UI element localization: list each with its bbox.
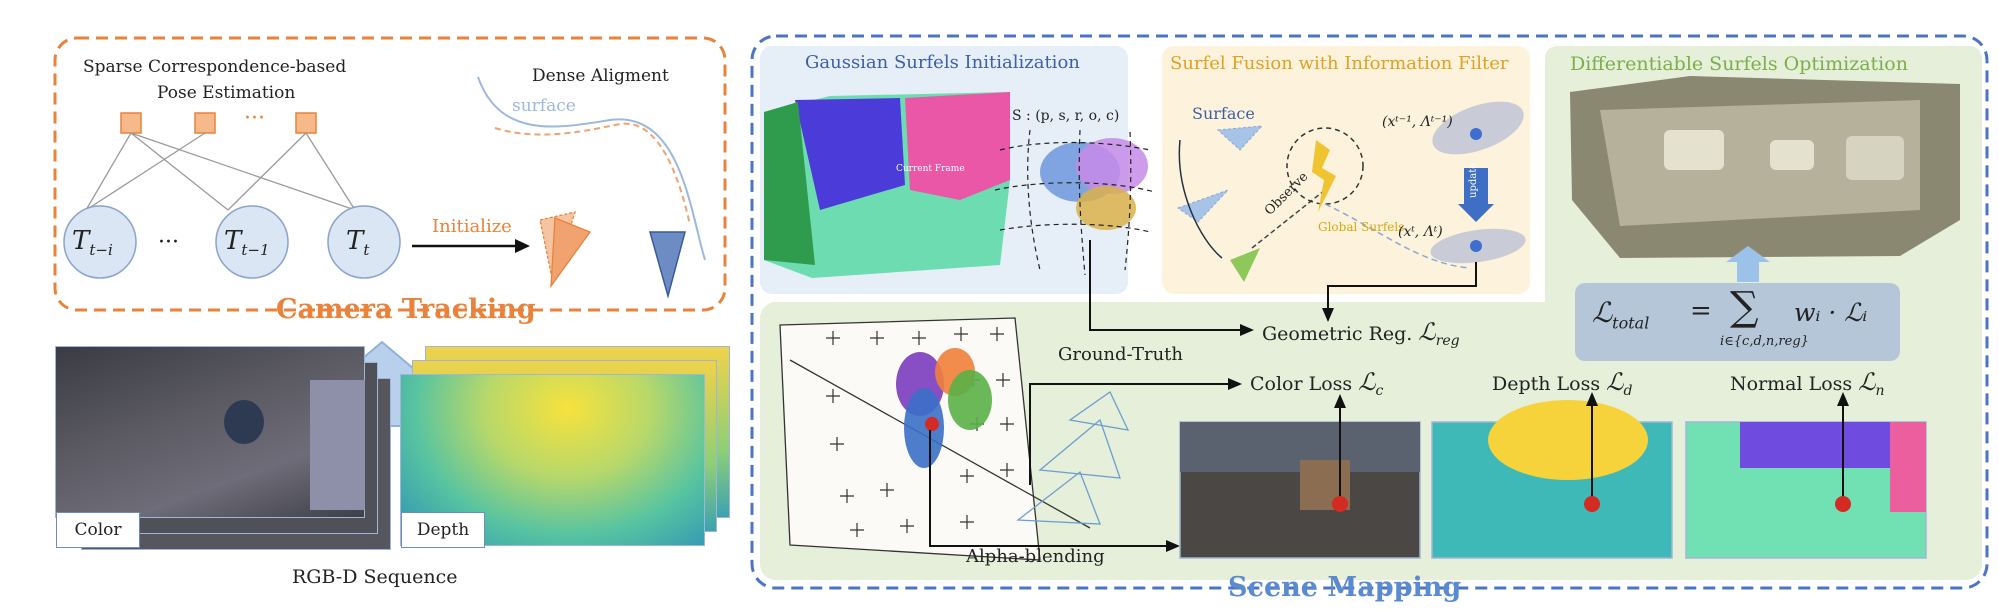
- current-frame-label: Current Frame: [896, 164, 965, 174]
- surfel-grid: [994, 129, 1156, 276]
- update-box: [1464, 168, 1488, 204]
- depth-loss-label: Depth Loss ℒd: [1492, 368, 1633, 399]
- observe-line: [1251, 185, 1331, 249]
- pose-node-t: [327, 205, 401, 279]
- splat-ellipse: [948, 370, 992, 430]
- sparse-label-2: Pose Estimation: [157, 83, 296, 103]
- render-pixel-dot: [1332, 496, 1348, 512]
- global-surfel-bolt: [1312, 140, 1336, 212]
- node-t1-label: Tt−1: [224, 226, 270, 260]
- camera-icon-init: [550, 217, 592, 289]
- pose-node-t1: [215, 205, 289, 279]
- geo-reg-label: Geometric Reg. ℒreg: [1262, 318, 1460, 349]
- ground-truth-label: Ground-Truth: [1058, 344, 1183, 365]
- node-t-label: Tt: [346, 226, 370, 260]
- sparse-label: Sparse Correspondence-based: [83, 57, 347, 77]
- geo-connector-right: [1327, 262, 1477, 310]
- state-point: [1470, 128, 1482, 140]
- camera-icon-target: [649, 231, 686, 299]
- gaussian-init-title: Gaussian Surfels Initialization: [805, 52, 1080, 73]
- scene-mapping-title: Scene Mapping: [1228, 572, 1462, 603]
- optimization-title: Differentiable Surfels Optimization: [1570, 53, 1908, 75]
- mapping-border: [750, 34, 1989, 590]
- surface-patch: [1216, 125, 1264, 151]
- dots-mid: ···: [158, 230, 179, 255]
- curr-state-label: (xᵗ, Λᵗ): [1398, 224, 1443, 240]
- surface-label: surface: [512, 96, 576, 116]
- camera-observer: [1230, 248, 1260, 282]
- loss-total-term: wᵢ · ℒᵢ: [1794, 298, 1868, 327]
- fusion-title: Surfel Fusion with Information Filter: [1170, 53, 1509, 74]
- pose-node-ti: [63, 205, 137, 279]
- dense-alignment-label: Dense Aligment: [532, 66, 669, 86]
- observe-path: [1178, 139, 1223, 259]
- geo-connector-left: [1089, 240, 1240, 331]
- state-ellipse-prev: [1432, 101, 1524, 155]
- surfel-ellipse: [1076, 186, 1136, 230]
- rgbd-sequence-label: RGB-D Sequence: [292, 566, 458, 588]
- aligned-curve: [494, 122, 691, 226]
- mesh-table: [1770, 140, 1814, 170]
- loss-total-eq: =: [1690, 296, 1712, 326]
- correspondence-lines: [85, 132, 356, 211]
- camera-tracking-title: Camera Tracking: [276, 294, 536, 325]
- init-mesh-wall-green: [764, 102, 815, 265]
- loss-formula-box: [1575, 283, 1900, 361]
- mesh-sofa: [1664, 130, 1724, 170]
- dots-top: ···: [244, 106, 265, 131]
- loss-total-lhs: ℒtotal: [1592, 296, 1650, 333]
- fusion-path: [1324, 203, 1471, 269]
- prev-state-label: (xᵗ⁻¹, Λᵗ⁻¹): [1382, 114, 1453, 130]
- fusion-panel: [1162, 46, 1530, 294]
- surface-label-fusion: Surface: [1192, 104, 1255, 123]
- init-mesh-wall-blue: [795, 98, 905, 210]
- mesh-dining: [1846, 136, 1904, 180]
- camera-frustums: [1016, 391, 1130, 525]
- depth-label: Depth: [401, 512, 485, 548]
- init-mesh-wall-pink: [905, 92, 1010, 200]
- normal-loss-label: Normal Loss ℒn: [1730, 368, 1885, 399]
- alpha-connector: [929, 430, 1166, 547]
- tracking-border: [53, 36, 727, 312]
- alpha-blending-label: Alpha-blending: [966, 546, 1105, 567]
- camera-tracking-graphics: [53, 36, 727, 427]
- render-pixel-dot: [1584, 496, 1600, 512]
- splat-pixel-dot: [925, 417, 939, 431]
- render-pixel-dot: [1835, 496, 1851, 512]
- loss-total-index: i∈{c,d,n,reg}: [1720, 334, 1809, 349]
- surface-curve: [477, 76, 706, 261]
- surfel-param-label: S : (p, s, r, o, c): [1012, 108, 1120, 124]
- loss-up-arrow: [1726, 246, 1770, 282]
- loss-total-sum: ∑: [1730, 284, 1759, 330]
- surfel-ellipse: [1076, 138, 1148, 194]
- splat-ellipse: [904, 388, 944, 468]
- loss-arrows: [1339, 404, 1844, 504]
- global-surfels-label: Global Surfels: [1318, 220, 1405, 234]
- state-point: [1470, 240, 1482, 252]
- color-frame-wall: [310, 380, 365, 510]
- surface-patch: [1176, 189, 1229, 223]
- initialize-label: Initialize: [432, 216, 512, 237]
- update-label: update: [1468, 162, 1479, 198]
- color-label: Color: [56, 512, 140, 548]
- color-frame-object: [224, 400, 264, 444]
- node-ti-label: Tt−i: [72, 226, 113, 260]
- color-loss-label: Color Loss ℒc: [1250, 368, 1384, 399]
- observe-circle: [1286, 127, 1364, 205]
- gt-connector: [1029, 383, 1228, 485]
